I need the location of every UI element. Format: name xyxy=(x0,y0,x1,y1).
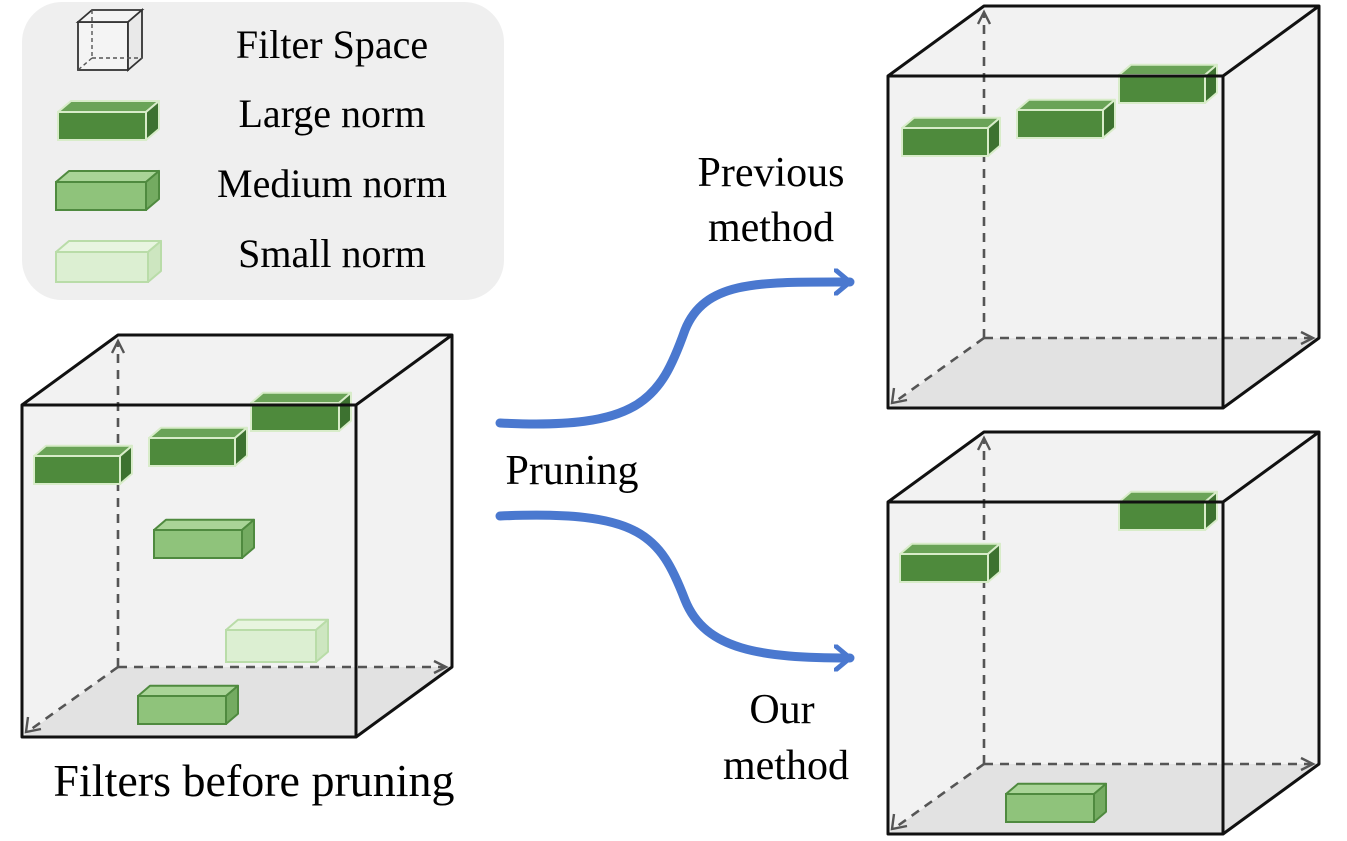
small-norm-icon xyxy=(55,239,162,283)
filter-space-icon xyxy=(75,8,145,72)
cube-previous-method xyxy=(886,4,1321,410)
medium-norm-block xyxy=(55,169,160,211)
filter-medium-norm xyxy=(1005,782,1107,823)
filter-large-norm xyxy=(33,444,133,485)
filter-large-norm xyxy=(148,426,248,467)
filter-medium-norm xyxy=(153,518,255,559)
our-method-label-line2: method xyxy=(723,743,849,789)
large-norm-icon xyxy=(57,99,160,141)
cube-our-method xyxy=(886,430,1321,836)
filter-large-norm xyxy=(899,542,1001,583)
filter-large-norm xyxy=(1016,98,1116,139)
cube-before-pruning xyxy=(20,333,454,739)
filter-large-norm xyxy=(250,391,352,432)
medium-norm-icon xyxy=(55,169,160,211)
before-pruning-caption: Filters before pruning xyxy=(53,755,454,806)
filter-large-norm xyxy=(1118,490,1218,531)
large-norm-block xyxy=(57,99,160,141)
pruning-label: Pruning xyxy=(505,448,638,494)
legend-background xyxy=(22,2,504,300)
arrow-to-our-method xyxy=(495,510,855,658)
filter-large-norm xyxy=(1118,63,1218,104)
previous-method-label-line1: Previous xyxy=(698,150,845,196)
filter-small-norm xyxy=(225,618,329,663)
filter-medium-norm xyxy=(137,684,239,725)
previous-method-label-line2: method xyxy=(708,205,834,251)
our-method-label-line1: Our xyxy=(749,687,814,733)
legend-label-large-norm: Large norm xyxy=(239,91,426,136)
legend-label-medium-norm: Medium norm xyxy=(217,161,447,206)
filter-large-norm xyxy=(901,116,1001,157)
legend-label-filter-space: Filter Space xyxy=(236,22,428,67)
arrow-to-previous-method xyxy=(495,282,855,429)
legend-label-small-norm: Small norm xyxy=(238,231,426,276)
legend: Filter Space Large norm Medium norm Smal… xyxy=(22,2,504,300)
small-norm-block xyxy=(55,239,162,283)
